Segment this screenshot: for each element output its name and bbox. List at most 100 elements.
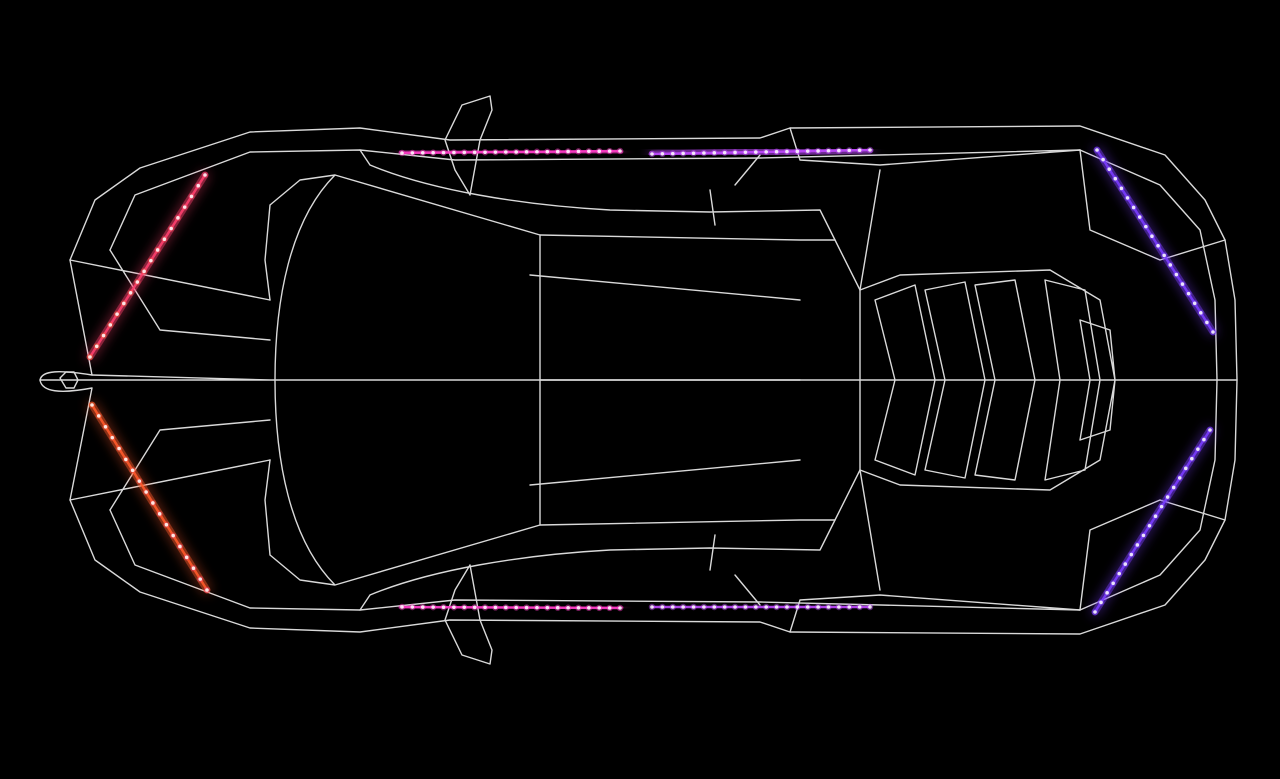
led-dot (1125, 196, 1130, 200)
side-door-lower (359, 519, 1081, 633)
led-dot (1205, 320, 1209, 325)
led-dot (868, 605, 872, 609)
led-dot (681, 151, 685, 156)
led-dot (774, 605, 779, 609)
led-dot (452, 150, 456, 155)
led-dot (1168, 263, 1173, 267)
right-side-front-strip (398, 603, 624, 612)
led-dot (826, 605, 831, 609)
led-dot (681, 605, 685, 609)
led-dot (837, 605, 841, 609)
led-dot (722, 605, 727, 609)
led-dot (587, 149, 591, 154)
led-dot (535, 149, 539, 154)
led-dot (555, 605, 560, 610)
led-dot (400, 605, 404, 609)
led-dot (795, 149, 800, 154)
led-dot (545, 149, 550, 154)
led-dot (650, 152, 654, 156)
led-dot (847, 148, 852, 153)
left-side-rear-strip (648, 146, 874, 158)
front-right-headlight-strip-base (90, 404, 209, 591)
engine-louvers (859, 269, 1116, 491)
led-dot (144, 490, 148, 494)
led-dot (1107, 167, 1112, 171)
led-dot (130, 468, 135, 473)
led-dot (1099, 600, 1103, 605)
led-dot (1202, 437, 1206, 442)
led-dot (816, 605, 820, 609)
led-dot (149, 258, 153, 263)
led-dot (157, 512, 162, 516)
led-dot (566, 149, 570, 154)
left-side-front-strip (398, 147, 624, 157)
led-dot (1113, 176, 1118, 181)
led-dot (764, 150, 768, 154)
led-dot (702, 605, 706, 609)
led-dot (524, 605, 529, 610)
led-dot (795, 605, 800, 609)
led-dot (566, 605, 570, 610)
led-dot (545, 605, 550, 610)
led-dot (90, 403, 94, 407)
led-dot (493, 150, 498, 154)
led-dot (110, 435, 115, 440)
led-dot (96, 414, 101, 418)
led-dot (1105, 591, 1109, 595)
led-dot (587, 606, 591, 610)
led-dot (1174, 272, 1179, 277)
led-dot (618, 149, 622, 153)
led-dot (203, 173, 207, 177)
front-left-headlight-strip-base (88, 174, 207, 358)
led-dot (722, 150, 727, 155)
led-dot (117, 446, 121, 451)
led-dot (1165, 495, 1170, 499)
led-dot (103, 424, 108, 429)
led-dot (196, 183, 201, 188)
led-dot (743, 150, 748, 155)
led-dot (702, 151, 706, 155)
led-dot (431, 605, 435, 609)
led-dot (670, 151, 675, 156)
led-dot (176, 216, 180, 220)
right-side-rear-strip (648, 603, 874, 611)
led-dot (857, 148, 862, 152)
led-dot (1117, 571, 1122, 576)
led-dot (452, 605, 456, 610)
led-dot (826, 148, 831, 153)
led-dot (1192, 301, 1197, 306)
led-dot (462, 605, 467, 610)
led-dot (607, 149, 612, 153)
led-dot (420, 151, 425, 155)
led-dot (660, 152, 665, 156)
led-dot (1137, 215, 1142, 219)
led-dot (1159, 504, 1164, 509)
led-dot (524, 150, 529, 154)
led-dot (1190, 456, 1194, 461)
led-dot (712, 151, 717, 155)
led-dot (162, 237, 167, 242)
led-dot (504, 150, 508, 154)
led-dot (205, 588, 209, 592)
led-dot (857, 605, 862, 609)
led-dot (1141, 533, 1146, 538)
right-mirror (444, 564, 493, 665)
led-dot (462, 150, 467, 155)
rear-fender-lines (859, 149, 1226, 611)
led-dot (483, 150, 487, 155)
led-dot (504, 605, 508, 610)
led-dot (754, 605, 758, 609)
led-dot (420, 605, 425, 609)
front-left-headlight-strip (86, 171, 209, 361)
led-dot (108, 323, 113, 327)
led-dot (178, 544, 182, 549)
led-dot (618, 606, 622, 610)
led-dot (650, 605, 654, 609)
led-dot (115, 312, 119, 316)
led-dot (576, 606, 581, 610)
front-badge (59, 371, 79, 389)
led-dot (670, 605, 675, 609)
led-dot (712, 605, 717, 609)
